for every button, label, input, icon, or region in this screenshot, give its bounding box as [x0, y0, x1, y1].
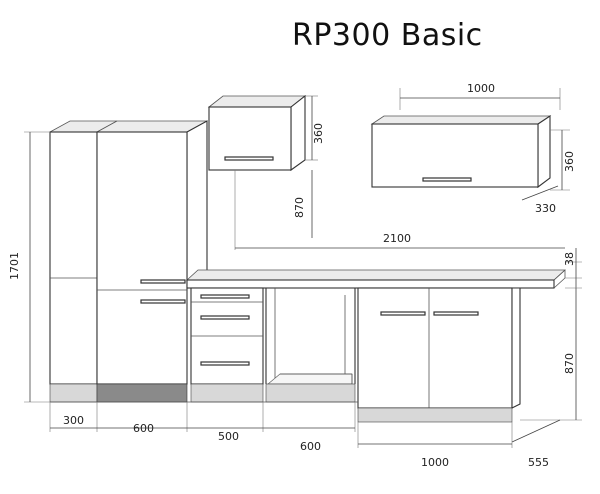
wall-cabinet-small	[207, 94, 307, 172]
label-width-600-oven: 600	[300, 440, 321, 453]
label-tall-unit-height: 1701	[8, 252, 21, 280]
wall-cabinet-large	[370, 114, 552, 189]
base-unit-handle-right	[433, 311, 479, 316]
label-wall-cabinet-height-large: 360	[563, 151, 576, 172]
wall-cabinet-small-handle	[224, 156, 274, 161]
label-wall-cabinet-height-small: 360	[312, 123, 325, 144]
dimension-labels: 1000 360 360 330 870 2100 38 1701 870 55…	[8, 82, 576, 469]
drawer-handle-2	[200, 315, 250, 320]
label-unit-depth: 555	[528, 456, 549, 469]
drawing-title: RP300 Basic	[292, 18, 483, 53]
tall-unit-300	[49, 120, 118, 403]
dimension-lines	[24, 88, 582, 448]
base-unit-handle-left	[380, 311, 426, 316]
label-width-500: 500	[218, 430, 239, 443]
tall-unit-600	[96, 120, 208, 403]
oven-housing-600	[265, 287, 356, 403]
label-width-300: 300	[63, 414, 84, 427]
wall-cabinet-large-handle	[422, 177, 472, 182]
label-wall-cabinet-depth: 330	[535, 202, 556, 215]
worktop	[185, 269, 567, 289]
label-width-600-tall: 600	[133, 422, 154, 435]
label-wall-gap: 870	[293, 197, 306, 218]
label-width-1000: 1000	[421, 456, 449, 469]
drawer-handle-1	[200, 294, 250, 299]
base-unit-1000	[357, 287, 521, 423]
tall-unit-handle-lower	[140, 299, 186, 304]
drawer-handle-3	[200, 361, 250, 366]
label-total-width: 2100	[383, 232, 411, 245]
label-counter-thickness: 38	[563, 252, 576, 266]
label-base-unit-height: 870	[563, 353, 576, 374]
drawer-unit-500	[190, 287, 264, 403]
label-wall-cabinet-width: 1000	[467, 82, 495, 95]
tall-unit-handle-upper	[140, 279, 186, 284]
